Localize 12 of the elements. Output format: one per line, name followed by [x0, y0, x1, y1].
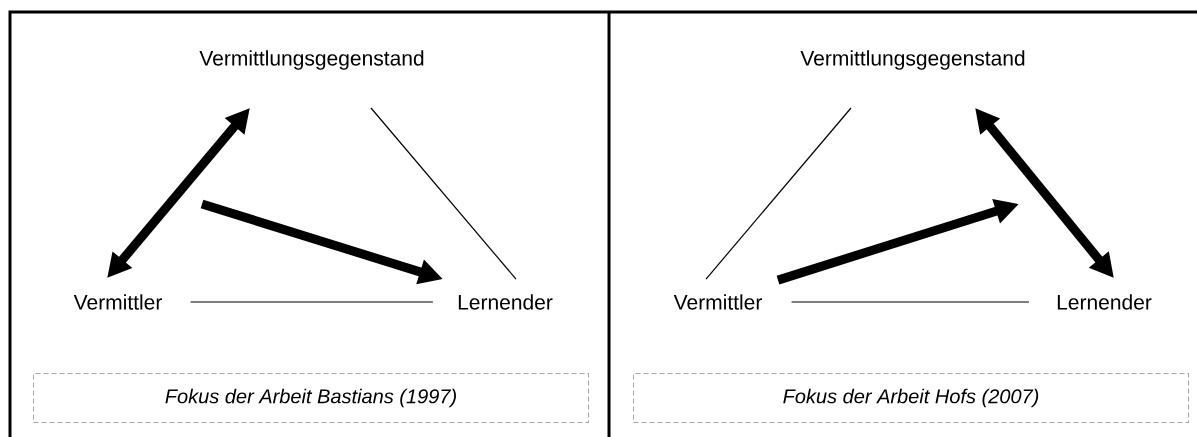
line [189, 301, 434, 303]
node-label: Vermittler [673, 294, 762, 310]
node-label: Vermittlungsgegenstand [199, 50, 424, 70]
node-label: Vermittlungsgegenstand [800, 50, 1025, 70]
line [705, 107, 852, 280]
line [790, 301, 1030, 303]
node-label: Lernender [458, 294, 553, 310]
line [370, 107, 517, 280]
node-label: Lernender [1057, 294, 1152, 310]
caption-box: Fokus der Arbeit Hofs (2007) [633, 373, 1189, 423]
caption-box: Fokus der Arbeit Bastians (1997) [33, 373, 589, 423]
node-label: Vermittler [73, 294, 162, 310]
